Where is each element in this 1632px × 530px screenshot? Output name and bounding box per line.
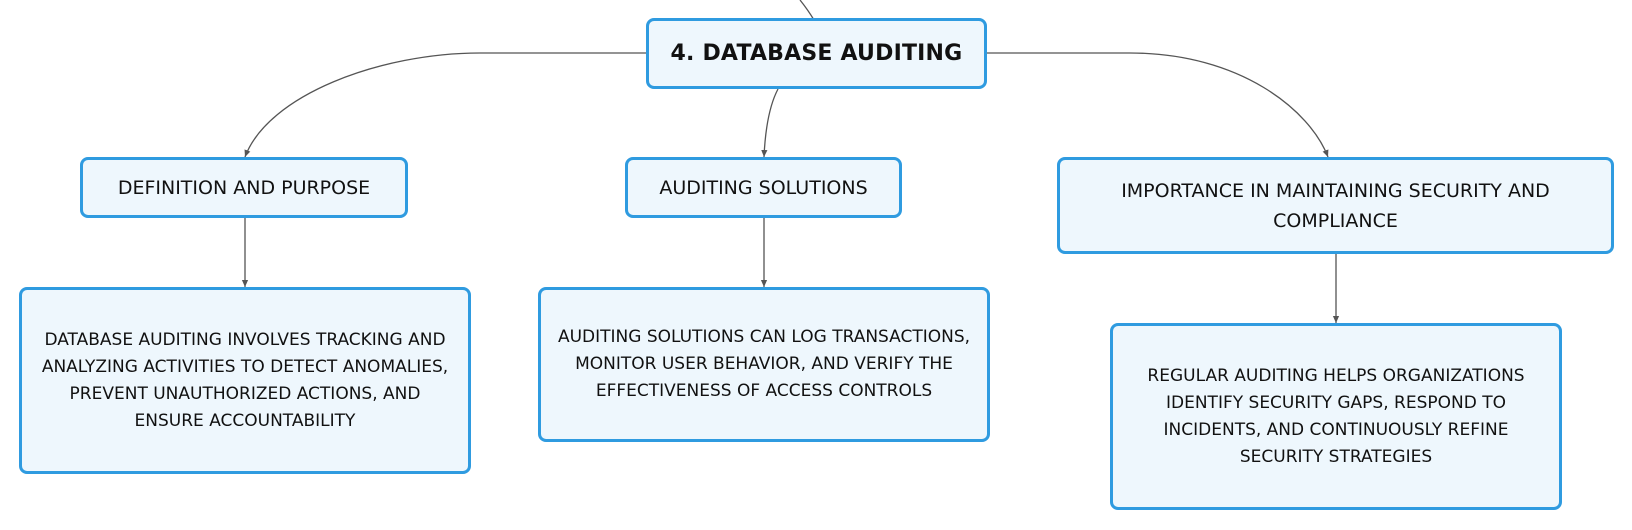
- detail-node-definition[interactable]: DATABASE AUDITING INVOLVES TRACKING AND …: [19, 287, 471, 474]
- branch-node-importance[interactable]: IMPORTANCE IN MAINTAINING SECURITY AND C…: [1057, 157, 1614, 254]
- branch-node-importance-label: IMPORTANCE IN MAINTAINING SECURITY AND C…: [1121, 179, 1550, 232]
- connector-root-to-solutions: [761, 88, 779, 158]
- branch-node-definition-label: DEFINITION AND PURPOSE: [117, 176, 371, 199]
- root-node[interactable]: 4. DATABASE AUDITING: [646, 18, 987, 89]
- detail-node-importance[interactable]: REGULAR AUDITING HELPS ORGANIZATIONS IDE…: [1110, 323, 1562, 510]
- branch-node-solutions-label: AUDITING SOLUTIONS: [659, 176, 868, 199]
- connector-parent-to-root: [799, 0, 815, 21]
- detail-node-importance-text: REGULAR AUDITING HELPS ORGANIZATIONS IDE…: [1147, 365, 1525, 467]
- detail-node-solutions[interactable]: AUDITING SOLUTIONS CAN LOG TRANSACTIONS,…: [538, 287, 990, 442]
- branch-node-solutions[interactable]: AUDITING SOLUTIONS: [625, 157, 902, 218]
- root-node-label: 4. DATABASE AUDITING: [670, 41, 963, 66]
- detail-node-solutions-text: AUDITING SOLUTIONS CAN LOG TRANSACTIONS,…: [557, 327, 971, 401]
- connector-root-to-importance: [985, 52, 1329, 158]
- detail-node-definition-text: DATABASE AUDITING INVOLVES TRACKING AND …: [41, 329, 449, 431]
- branch-node-definition[interactable]: DEFINITION AND PURPOSE: [80, 157, 408, 218]
- connector-root-to-definition: [244, 52, 648, 158]
